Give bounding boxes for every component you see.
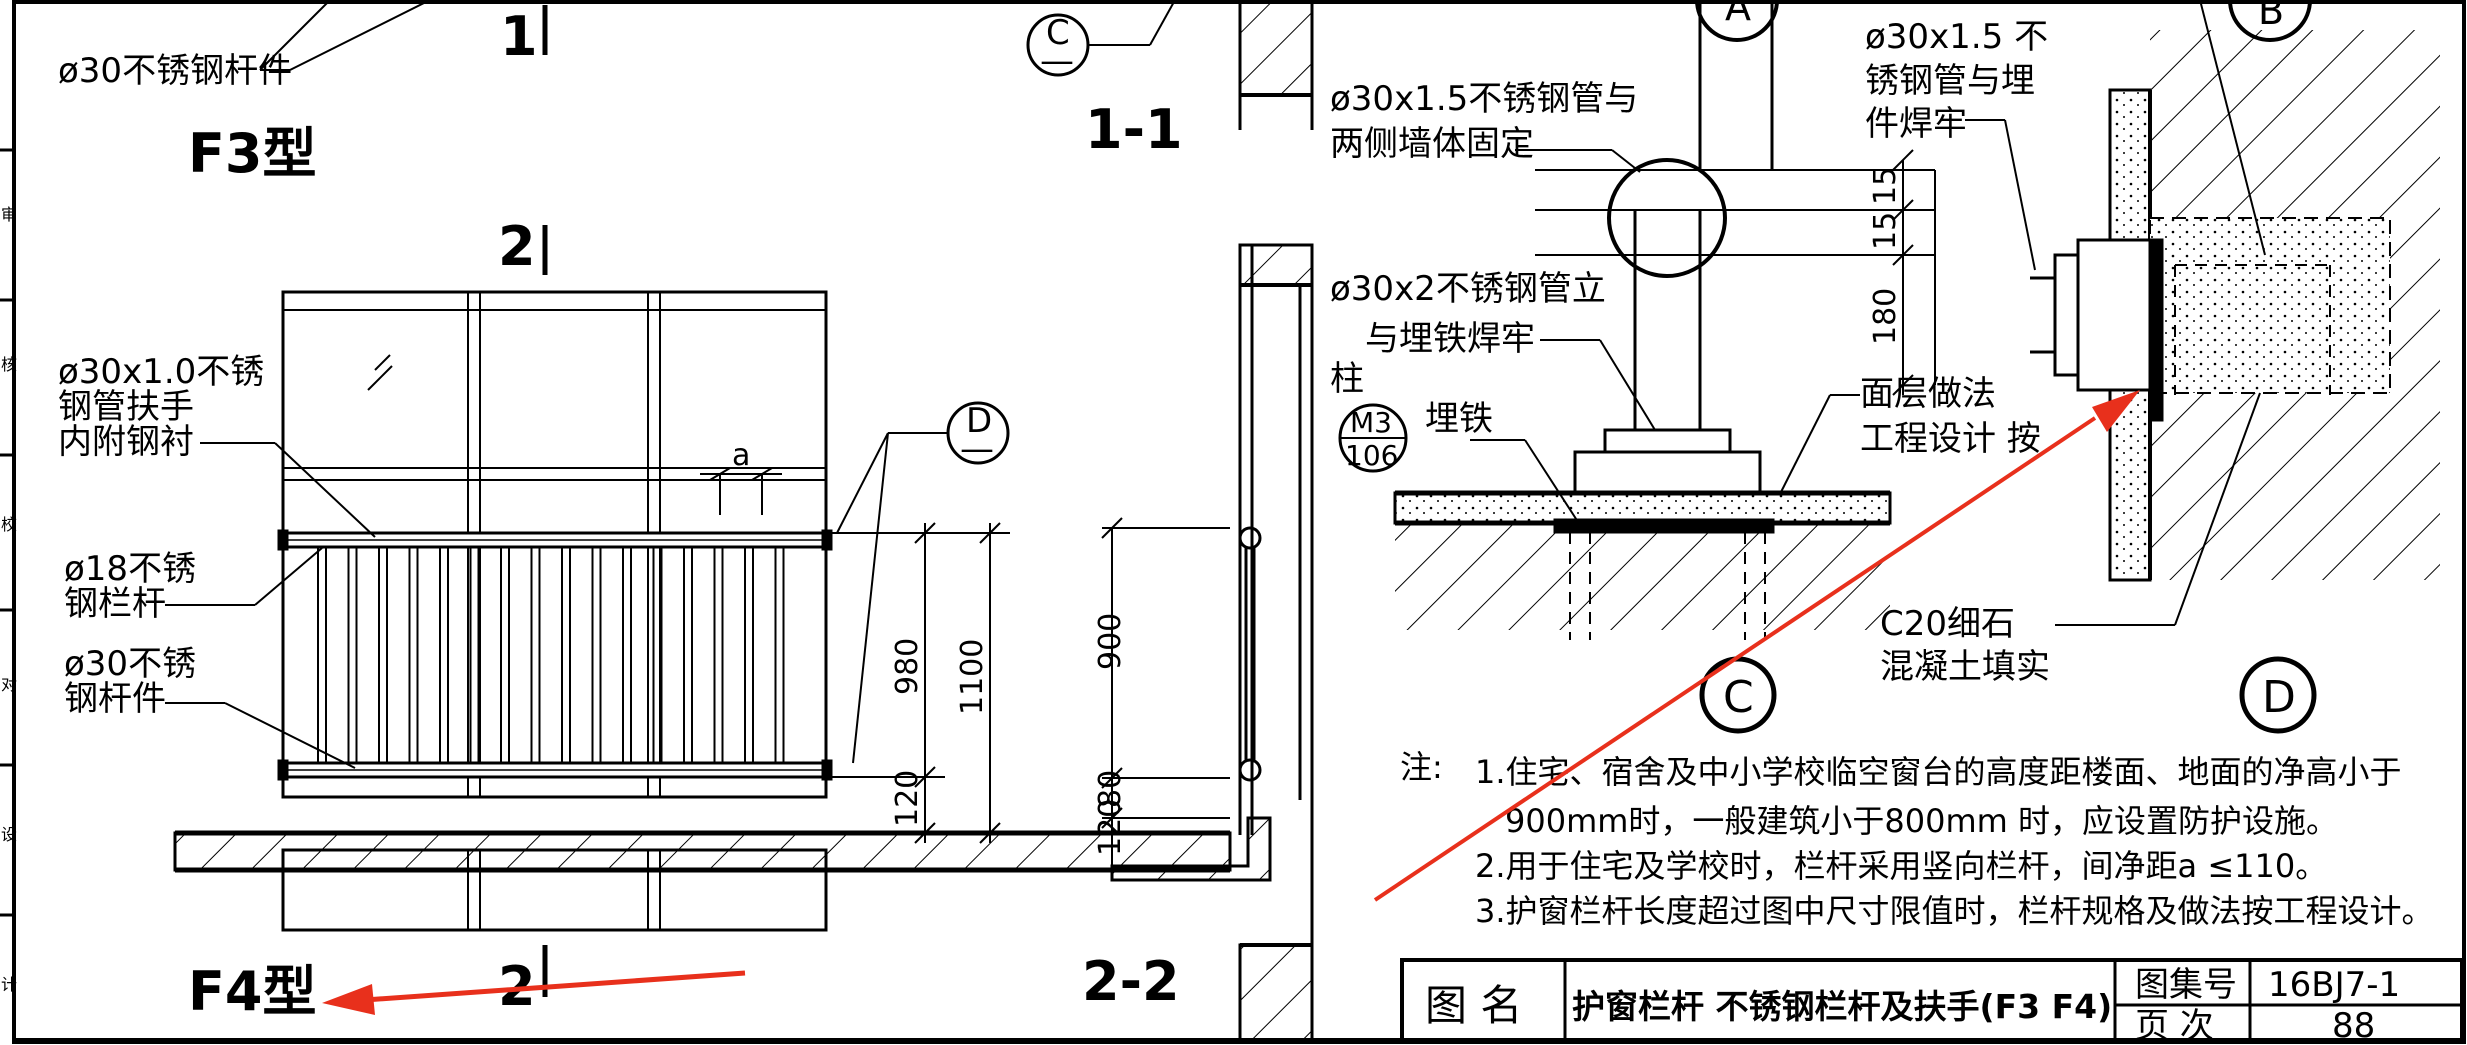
callout-b-letter: B xyxy=(2258,0,2284,33)
section-title-1-1: 1-1 xyxy=(1085,98,1183,161)
callout-c-big-letter: C xyxy=(1723,672,1754,723)
dim-a: a xyxy=(732,438,750,473)
dim-15b: 15 xyxy=(1868,212,1903,250)
title-block xyxy=(1400,958,2464,1044)
dim-120b: 120 xyxy=(1093,799,1128,856)
section-mark-1-top: 1 xyxy=(500,5,538,68)
atlas-label: 图集号 xyxy=(2135,965,2237,1005)
page-label: 页 次 xyxy=(2135,1006,2214,1045)
notes-prefix: 注: xyxy=(1400,748,1443,786)
handrail-label-3: 内附钢衬 xyxy=(58,422,194,462)
baluster-label-2: 钢栏杆 xyxy=(64,584,166,624)
embedded-iron-label: 埋铁 xyxy=(1425,399,1493,439)
pipe-welded-label-2: 锈钢管与埋 xyxy=(1865,61,2035,101)
callout-c-sheet: — xyxy=(1040,41,1074,81)
baluster-label-1: ø18不锈 xyxy=(64,549,196,589)
handrail-label-1: ø30x1.0不锈 xyxy=(58,352,264,392)
f4-leaders xyxy=(165,442,376,769)
atlas-number: 16BJ7-1 xyxy=(2268,965,2400,1005)
handrail-label-2: 钢管扶手 xyxy=(58,387,194,427)
section-2-2-dims xyxy=(1101,517,1230,880)
pipe-welded-label-1: ø30x1.5 不 xyxy=(1865,17,2048,57)
callout-d-letter: D xyxy=(966,401,992,441)
m3-sheet: 106 xyxy=(1345,439,1398,472)
m3-callout xyxy=(1338,403,1408,473)
dim-980: 980 xyxy=(890,638,925,695)
detail-c-leaders xyxy=(1470,149,1860,526)
callout-d-sheet: — xyxy=(960,429,994,469)
pipe-fixed-label-2: 两侧墙体固定 xyxy=(1330,124,1534,164)
dim-80: 80 xyxy=(1093,770,1128,808)
note-line-2: 900mm时，一般建筑小于800mm 时，应设置防护设施。 xyxy=(1505,802,2338,840)
f3-leader xyxy=(259,0,431,71)
detail-c-dims xyxy=(1892,149,1914,396)
f3-type-label: F3型 xyxy=(188,122,316,185)
section-title-2-2: 2-2 xyxy=(1082,950,1180,1013)
margin-label: 设 xyxy=(1,825,17,844)
post-label-3: 柱 xyxy=(1330,359,1364,399)
rod-fitting-top-label: ø30不锈钢杆件 xyxy=(58,51,292,91)
concrete-label-1: C20细石 xyxy=(1880,604,2015,644)
note-line-4: 3.护窗栏杆长度超过图中尺寸限值时，栏杆规格及做法按工程设计。 xyxy=(1475,892,2434,930)
callout-a-letter: A xyxy=(1725,0,1751,29)
finish-label-2: 工程设计 按 xyxy=(1860,419,2041,459)
rod-fitting-label-1: ø30不锈 xyxy=(64,644,196,684)
callout-d-big-letter: D xyxy=(2262,672,2296,723)
margin-label: 核 xyxy=(1,355,17,374)
f4-floor-slab xyxy=(173,830,1232,873)
margin-label: 计 xyxy=(1,975,17,994)
margin-labels: 审 核 校 对 设 计 xyxy=(1,205,17,994)
margin-strip xyxy=(0,148,14,917)
callout-d-big xyxy=(2239,656,2317,734)
red-annotation-arrows xyxy=(322,390,2140,1015)
post-label-2: 与埋铁焊牢 xyxy=(1365,319,1535,359)
finish-label-1: 面层做法 xyxy=(1860,374,1996,414)
m3-label: M3 xyxy=(1350,406,1392,439)
post-label-1: ø30x2不锈钢管立 xyxy=(1330,269,1606,309)
section-1-1-wall xyxy=(1238,0,1314,130)
drawing-title: 护窗栏杆 不锈钢栏杆及扶手(F3 F4) xyxy=(1572,987,2112,1026)
detail-d-wall xyxy=(2030,30,2440,582)
f4-dimension-lines xyxy=(700,467,1010,844)
callout-d-small xyxy=(836,401,1010,764)
f4-type-label: F4型 xyxy=(188,960,316,1023)
dim-15a: 15 xyxy=(1868,167,1903,205)
callout-c-small xyxy=(1026,0,1176,77)
section-mark-2-top: 2 xyxy=(498,215,536,278)
dim-1100: 1100 xyxy=(955,639,990,715)
title-name-label: 图 名 xyxy=(1425,981,1522,1030)
pipe-welded-label-3: 件焊牢 xyxy=(1865,104,1967,144)
dim-120: 120 xyxy=(890,770,925,827)
concrete-label-2: 混凝土填实 xyxy=(1880,647,2050,687)
note-line-3: 2.用于住宅及学校时，栏杆采用竖向栏杆，间净距a ≤110。 xyxy=(1475,847,2327,885)
margin-label: 审 xyxy=(1,205,17,224)
detail-d-leaders xyxy=(1965,0,2266,626)
margin-label: 校 xyxy=(1,515,17,534)
callout-c-letter: C xyxy=(1046,13,1070,53)
section-2-2-wall xyxy=(1110,243,1314,1042)
dim-900: 900 xyxy=(1093,613,1128,670)
pipe-fixed-label-1: ø30x1.5不锈钢管与 xyxy=(1330,79,1638,119)
baluster-group xyxy=(317,547,785,763)
note-line-1: 1.住宅、宿舍及中小学校临空窗台的高度距楼面、地面的净高小于 xyxy=(1475,753,2402,791)
detail-c-slab xyxy=(1393,490,1892,640)
margin-label: 对 xyxy=(1,675,17,694)
dim-180: 180 xyxy=(1868,288,1903,345)
page-number: 88 xyxy=(2332,1006,2375,1045)
rod-fitting-label-2: 钢杆件 xyxy=(64,679,166,719)
